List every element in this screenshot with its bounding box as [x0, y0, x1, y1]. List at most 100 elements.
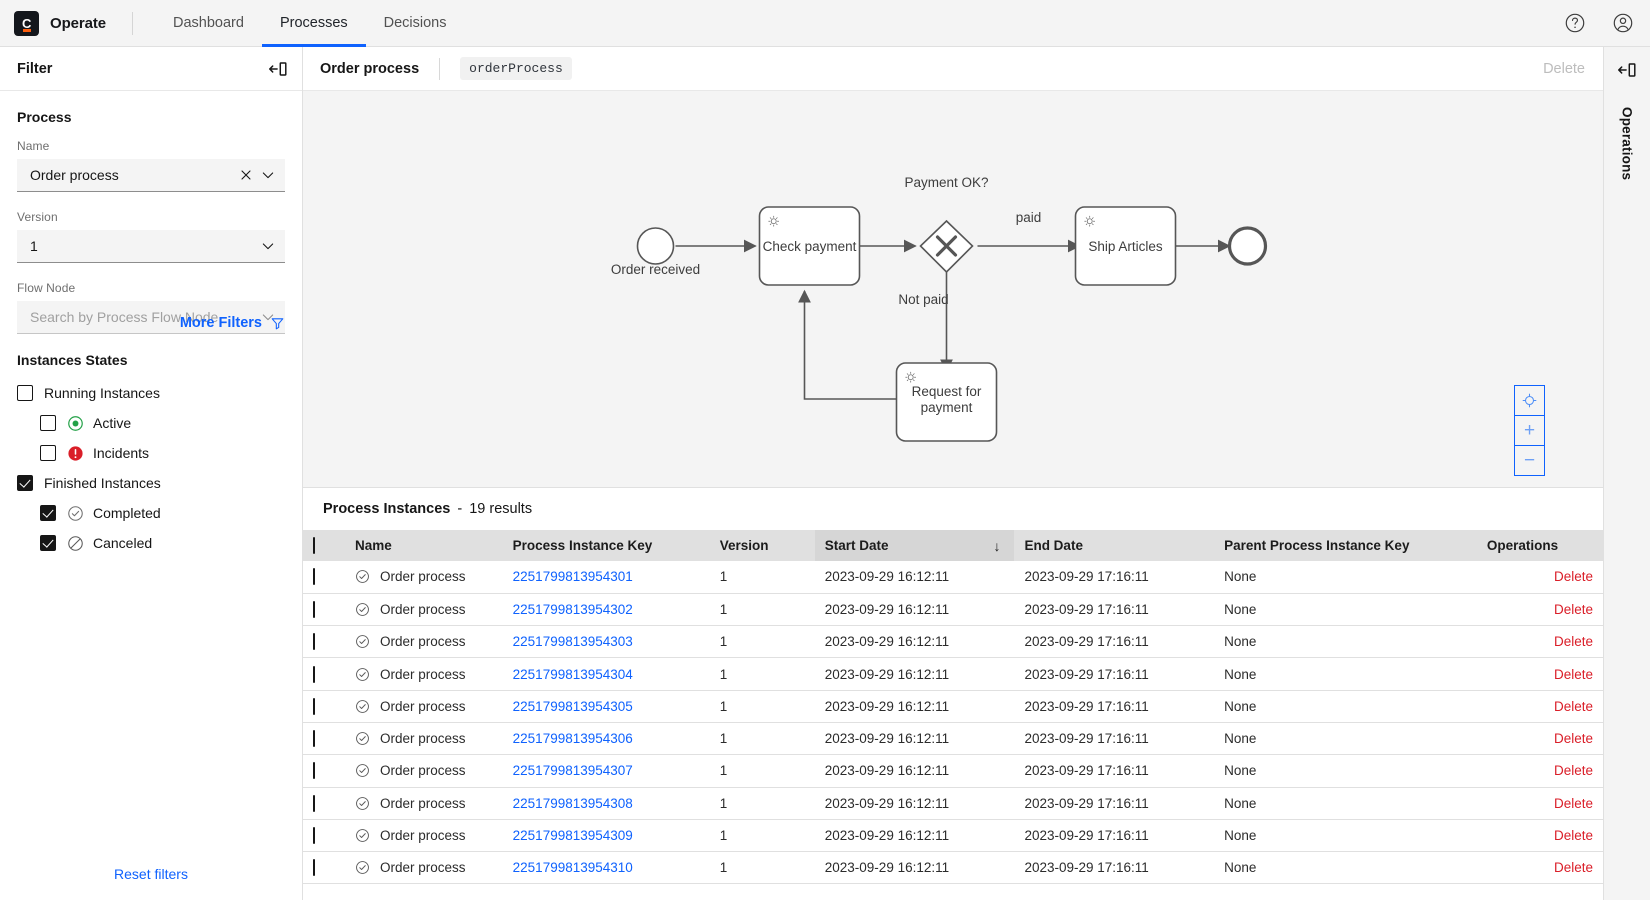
process-instance-key-link[interactable]: 2251799813954309	[512, 828, 633, 844]
row-checkbox[interactable]	[313, 697, 315, 715]
table-row[interactable]: Order process 2251799813954310 1 2023-09…	[303, 851, 1603, 885]
bpmn-end-event	[1227, 226, 1268, 266]
checkbox-canceled[interactable]: Canceled	[17, 528, 285, 558]
table-row[interactable]: Order process 2251799813954302 1 2023-09…	[303, 593, 1603, 627]
checkbox-box[interactable]	[17, 475, 33, 491]
col-parent-process-instance-key[interactable]: Parent Process Instance Key	[1214, 530, 1477, 561]
process-name-select[interactable]: Order process	[17, 159, 285, 192]
active-state-icon	[68, 415, 83, 431]
checkbox-completed[interactable]: Completed	[17, 498, 285, 528]
delete-row-button[interactable]: Delete	[1553, 569, 1593, 585]
row-checkbox[interactable]	[313, 859, 315, 877]
table-row[interactable]: Order process 2251799813954304 1 2023-09…	[303, 657, 1603, 691]
select-all-checkbox[interactable]	[313, 537, 315, 554]
table-row[interactable]: Order process 2251799813954308 1 2023-09…	[303, 787, 1603, 820]
more-filters-button[interactable]: More Filters	[180, 315, 285, 331]
delete-row-button[interactable]: Delete	[1553, 763, 1593, 779]
delete-row-button[interactable]: Delete	[1553, 698, 1593, 714]
row-checkbox[interactable]	[313, 794, 315, 812]
table-row[interactable]: Order process 2251799813954309 1 2023-09…	[303, 819, 1603, 853]
delete-row-button[interactable]: Delete	[1553, 731, 1593, 747]
row-checkbox[interactable]	[313, 600, 315, 618]
checkbox-box[interactable]	[40, 535, 56, 551]
process-version-select[interactable]: 1	[17, 230, 285, 263]
process-instance-key-link[interactable]: 2251799813954302	[512, 601, 633, 617]
filter-panel-header: Filter	[0, 47, 302, 91]
row-checkbox[interactable]	[313, 568, 315, 586]
row-checkbox[interactable]	[313, 665, 315, 683]
col-end-date[interactable]: End Date	[1014, 530, 1215, 561]
row-start-date-cell: 2023-09-29 16:12:11	[814, 722, 1015, 756]
reset-filters-button[interactable]: Reset filters	[114, 866, 188, 882]
process-instance-key-link[interactable]: 2251799813954308	[512, 795, 633, 811]
process-instance-key-link[interactable]: 2251799813954305	[512, 698, 633, 714]
process-instance-key-link[interactable]: 2251799813954301	[512, 569, 633, 585]
col-select-all	[303, 530, 346, 561]
delete-row-button[interactable]: Delete	[1553, 634, 1593, 650]
delete-row-button[interactable]: Delete	[1553, 860, 1593, 876]
chevron-down-icon[interactable]	[260, 309, 276, 325]
checkbox-box[interactable]	[40, 505, 56, 521]
nav-item-processes[interactable]: Processes	[261, 0, 366, 47]
delete-process-button[interactable]: Delete	[1543, 60, 1585, 77]
table-row[interactable]: Order process 2251799813954306 1 2023-09…	[303, 722, 1603, 756]
row-select-cell	[303, 593, 346, 627]
col-version[interactable]: Version	[709, 530, 815, 561]
app-body: Filter Process Name Order process	[0, 47, 1650, 900]
filter-panel-title: Filter	[17, 60, 53, 77]
table-row[interactable]: Order process 2251799813954305 1 2023-09…	[303, 690, 1603, 723]
col-start-date[interactable]: Start Date ↓	[814, 530, 1015, 561]
checkbox-running-instances[interactable]: Running Instances	[17, 378, 285, 408]
panel-collapse-icon[interactable]	[267, 58, 289, 80]
chevron-down-icon[interactable]	[260, 167, 276, 183]
brand[interactable]: C Operate	[14, 10, 106, 36]
process-instance-key-link[interactable]: 2251799813954307	[512, 763, 633, 779]
delete-row-button[interactable]: Delete	[1553, 795, 1593, 811]
row-name-cell: Order process	[345, 561, 503, 594]
row-name-label: Order process	[380, 763, 466, 779]
flow-node-select[interactable]: Search by Process Flow Node	[17, 301, 285, 334]
row-key-cell: 2251799813954307	[502, 754, 710, 788]
col-name[interactable]: Name	[345, 530, 503, 561]
process-instance-key-link[interactable]: 2251799813954303	[512, 634, 633, 650]
filter-panel-body: Process Name Order process Version 1	[0, 91, 302, 900]
nav-item-decisions[interactable]: Decisions	[383, 15, 447, 31]
row-checkbox[interactable]	[313, 827, 315, 845]
checkbox-finished-instances[interactable]: Finished Instances	[17, 468, 285, 498]
row-name-label: Order process	[380, 601, 466, 617]
chevron-down-icon[interactable]	[260, 238, 276, 254]
row-name-label: Order process	[380, 828, 466, 844]
delete-row-button[interactable]: Delete	[1553, 601, 1593, 617]
delete-row-button[interactable]: Delete	[1553, 828, 1593, 844]
col-process-instance-key[interactable]: Process Instance Key	[502, 530, 710, 561]
row-checkbox[interactable]	[313, 730, 315, 748]
zoom-out-button[interactable]: −	[1514, 445, 1545, 476]
bpmn-diagram-canvas[interactable]: Order received Check payment Payment OK?…	[303, 91, 1603, 488]
reset-zoom-button[interactable]	[1514, 385, 1545, 416]
close-icon[interactable]	[238, 167, 254, 183]
table-row[interactable]: Order process 2251799813954303 1 2023-09…	[303, 625, 1603, 659]
user-avatar-icon[interactable]	[1612, 12, 1634, 34]
zoom-in-button[interactable]: +	[1514, 415, 1545, 446]
checkbox-box[interactable]	[17, 385, 33, 401]
row-checkbox[interactable]	[313, 762, 315, 780]
checkbox-active[interactable]: Active	[17, 408, 285, 438]
table-row[interactable]: Order process 2251799813954301 1 2023-09…	[303, 561, 1603, 594]
row-name-cell: Order process	[345, 593, 503, 627]
panel-collapse-icon[interactable]	[1616, 59, 1638, 81]
process-title: Order process	[320, 60, 420, 77]
bpmn-label-order-received: Order received	[611, 262, 700, 277]
table-row[interactable]: Order process 2251799813954307 1 2023-09…	[303, 754, 1603, 788]
row-checkbox[interactable]	[313, 633, 315, 651]
help-circle-icon[interactable]	[1564, 12, 1586, 34]
checkbox-incidents[interactable]: Incidents	[17, 438, 285, 468]
row-key-cell: 2251799813954305	[502, 690, 710, 723]
process-instance-key-link[interactable]: 2251799813954306	[512, 731, 633, 747]
row-name-cell: Order process	[345, 851, 503, 885]
process-instance-key-link[interactable]: 2251799813954304	[512, 666, 633, 682]
checkbox-box[interactable]	[40, 415, 56, 431]
checkbox-box[interactable]	[40, 445, 56, 461]
process-instance-key-link[interactable]: 2251799813954310	[512, 860, 633, 876]
nav-item-dashboard[interactable]: Dashboard	[173, 15, 244, 31]
delete-row-button[interactable]: Delete	[1553, 666, 1593, 682]
